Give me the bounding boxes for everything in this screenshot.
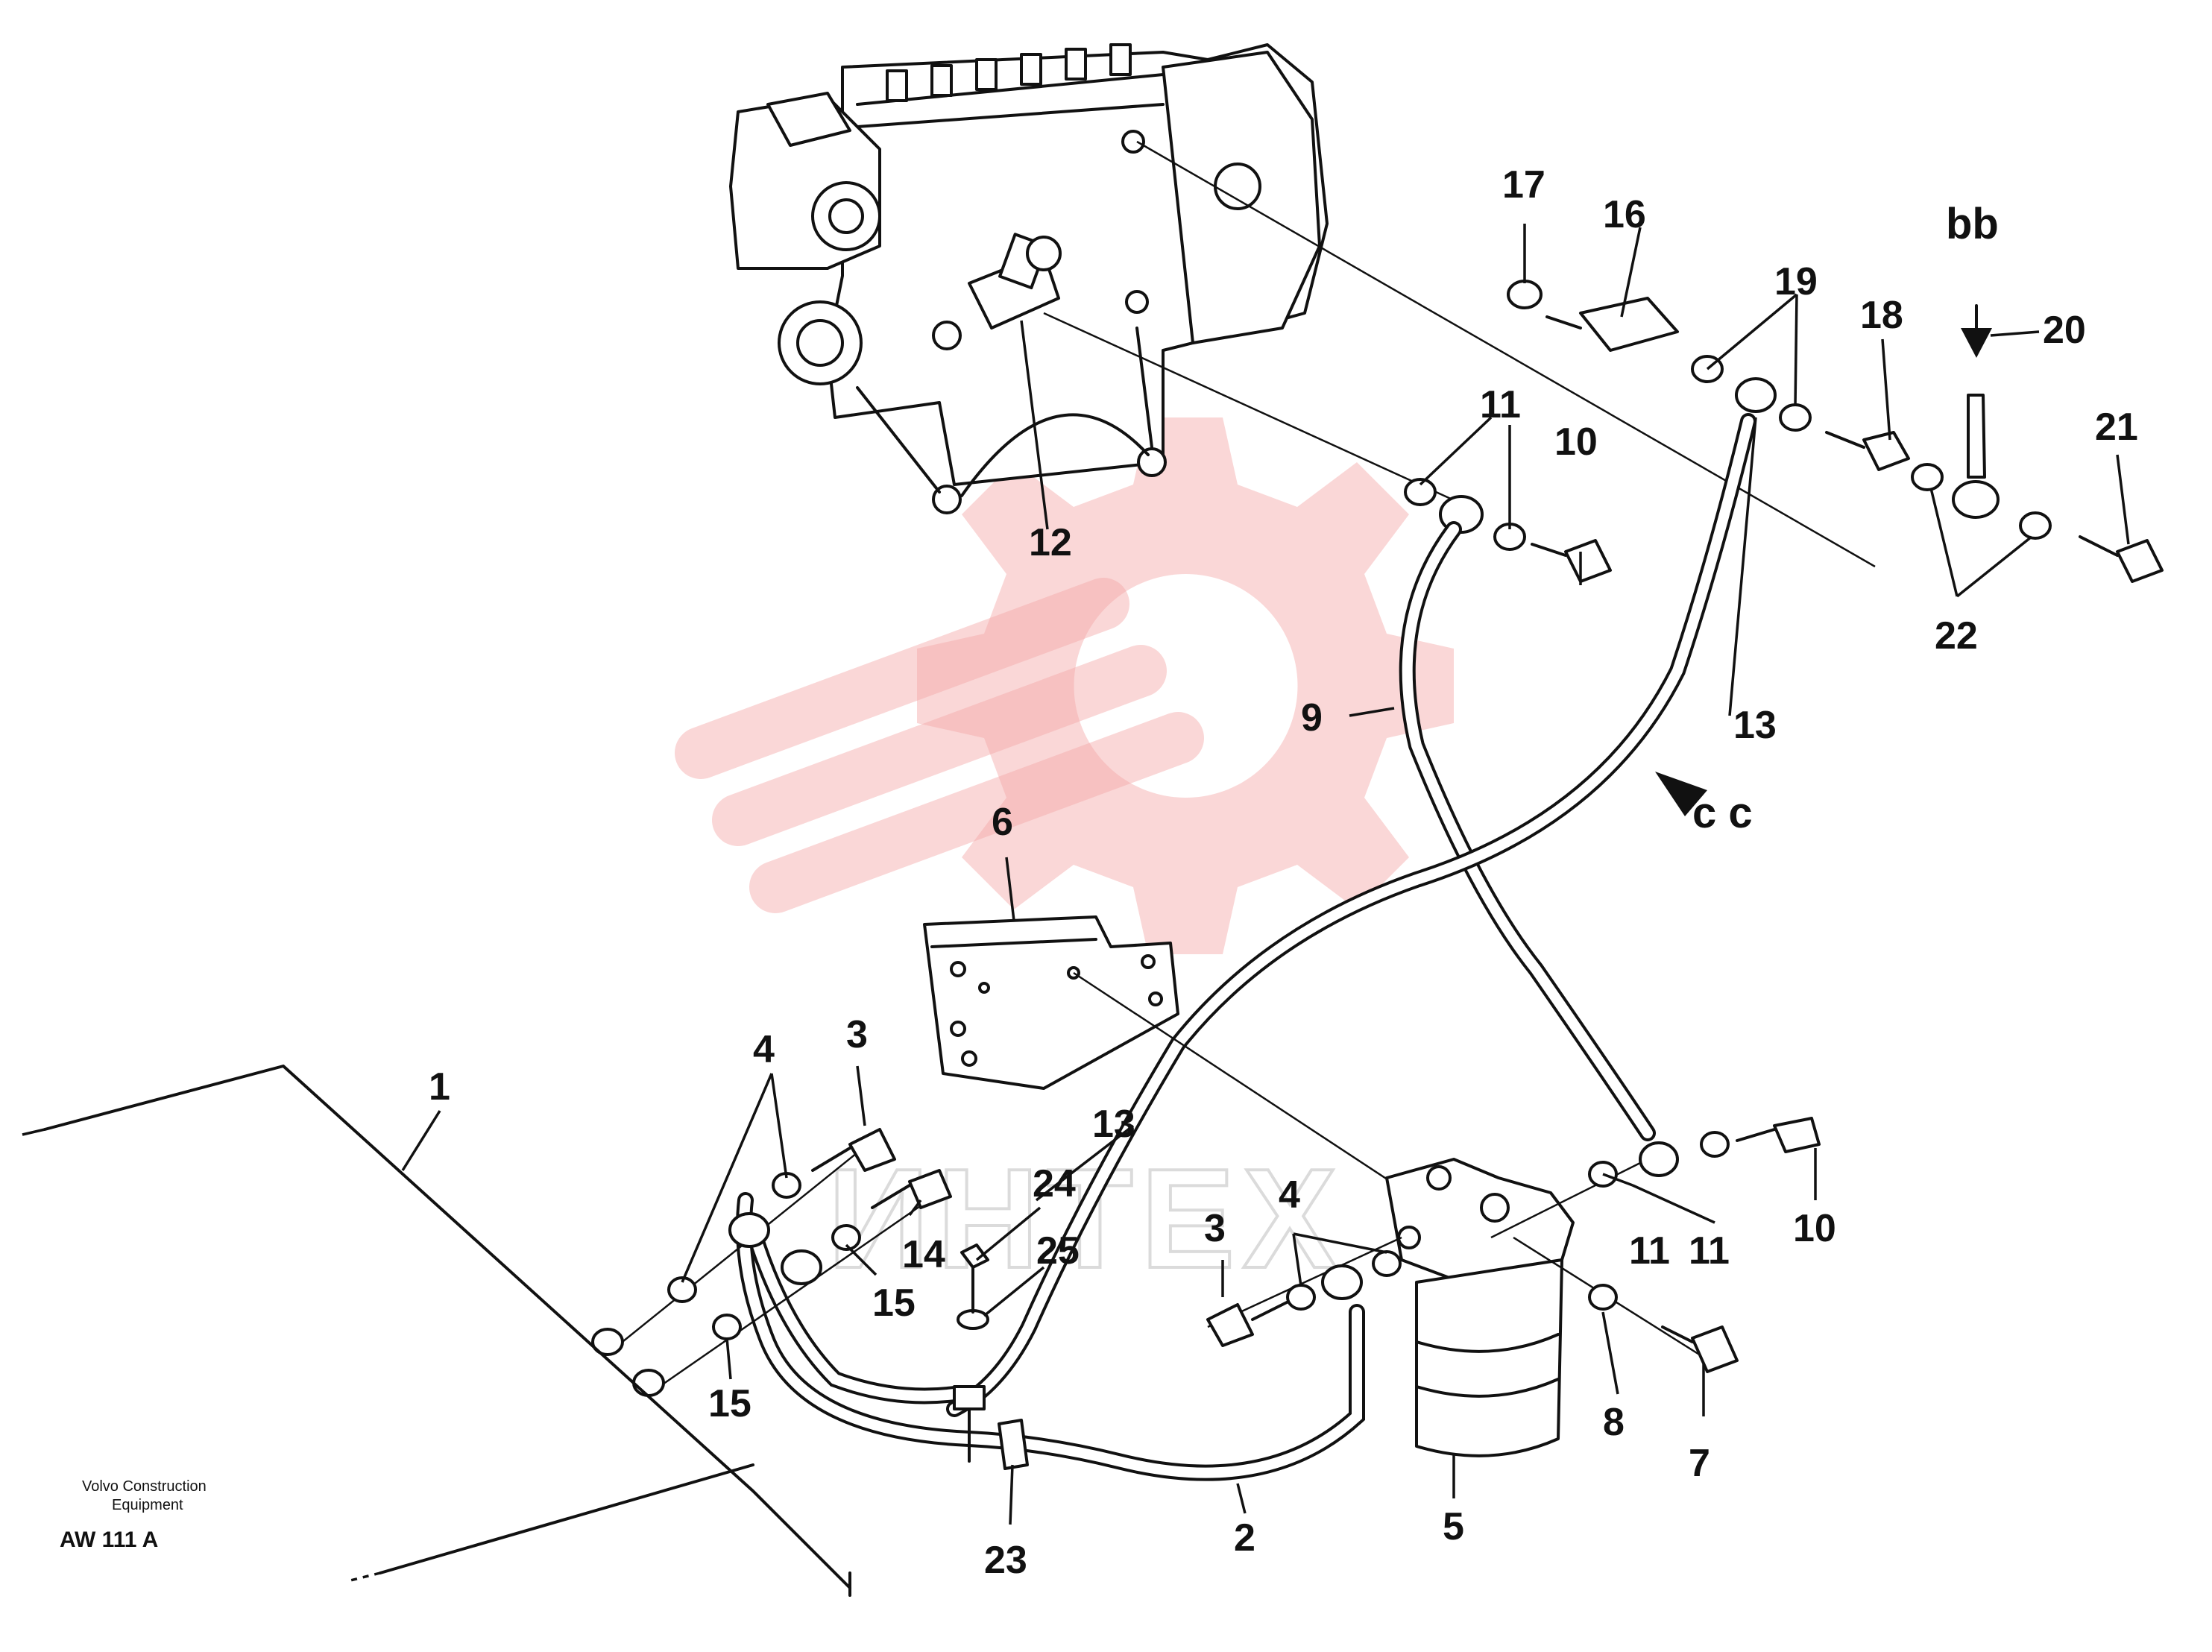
- view-marker-cc: [1655, 772, 1707, 816]
- washer-22b: [2019, 511, 2052, 540]
- callout-10: 10: [1554, 420, 1598, 464]
- callout-14: 14: [902, 1233, 945, 1276]
- injection-pump: [729, 43, 1329, 514]
- view-label-bb: bb: [1946, 200, 1999, 248]
- hoses: [736, 413, 1756, 1481]
- callout-25: 25: [1036, 1229, 1080, 1273]
- washer-22a: [1911, 463, 1944, 491]
- callout-24: 24: [1033, 1162, 1076, 1205]
- upper-parts-chain: [1136, 140, 2164, 583]
- callout-11: 11: [1629, 1229, 1670, 1273]
- callout-4: 4: [1279, 1173, 1300, 1217]
- callout-21: 21: [2095, 406, 2138, 449]
- fuel-filter-5: [1385, 1117, 1821, 1457]
- callout-1: 1: [429, 1065, 450, 1109]
- callout-11: 11: [1689, 1229, 1730, 1273]
- callout-16: 16: [1603, 193, 1646, 236]
- callout-20: 20: [2043, 309, 2086, 352]
- callout-3: 3: [846, 1013, 868, 1056]
- watermark-logo: ИНТЕХ: [675, 417, 1454, 1299]
- bolt-21: [2116, 539, 2164, 583]
- lower-middle-fittings: [1206, 1236, 1402, 1347]
- callout-19: 19: [1774, 260, 1818, 303]
- view-marker-bb: [1961, 304, 1992, 358]
- banjo-20: [1952, 480, 2000, 519]
- company-line-1: Volvo Construction: [82, 1478, 207, 1495]
- callout-13: 13: [1733, 704, 1777, 747]
- callout-22: 22: [1935, 614, 1978, 658]
- callout-18: 18: [1860, 294, 1903, 337]
- washer-19b: [1779, 403, 1812, 432]
- callout-6: 6: [992, 801, 1013, 844]
- callout-15: 15: [872, 1281, 916, 1325]
- callout-15: 15: [708, 1382, 751, 1425]
- callout-7: 7: [1689, 1442, 1710, 1485]
- callout-13: 13: [1092, 1103, 1135, 1146]
- fuel-feed-pump: [932, 233, 1062, 350]
- view-label-cc: c c: [1692, 789, 1753, 837]
- drawing-footer: Volvo Construction Equipment AW 111 A: [60, 1478, 207, 1552]
- callout-17: 17: [1502, 163, 1545, 206]
- callout-10: 10: [1793, 1207, 1836, 1250]
- injector-outlets: [886, 43, 1132, 102]
- callout-23: 23: [984, 1539, 1027, 1582]
- callout-12: 12: [1029, 521, 1072, 564]
- banjo-19: [1735, 377, 1777, 413]
- company-line-2: Equipment: [112, 1497, 183, 1513]
- callout-3: 3: [1204, 1207, 1226, 1250]
- washer-17: [1507, 280, 1543, 309]
- callout-11: 11: [1480, 383, 1521, 426]
- callout-labels: 1 2 3 3 4 4 5 6 7 8 9 10 10 11 11 11 12 …: [429, 163, 2138, 1582]
- callout-4: 4: [753, 1028, 775, 1071]
- callout-9: 9: [1301, 696, 1323, 740]
- fitting-16: [1579, 297, 1679, 352]
- callout-5: 5: [1443, 1505, 1464, 1548]
- fitting-18: [1862, 431, 1910, 471]
- bracket-6: [923, 915, 1522, 1269]
- callout-2: 2: [1234, 1516, 1255, 1560]
- leader-lines: [401, 224, 2130, 1525]
- frame-1: [22, 1065, 851, 1597]
- callout-8: 8: [1603, 1401, 1625, 1444]
- drawing-code: AW 111 A: [60, 1528, 158, 1552]
- pipe-20: [1967, 394, 1986, 479]
